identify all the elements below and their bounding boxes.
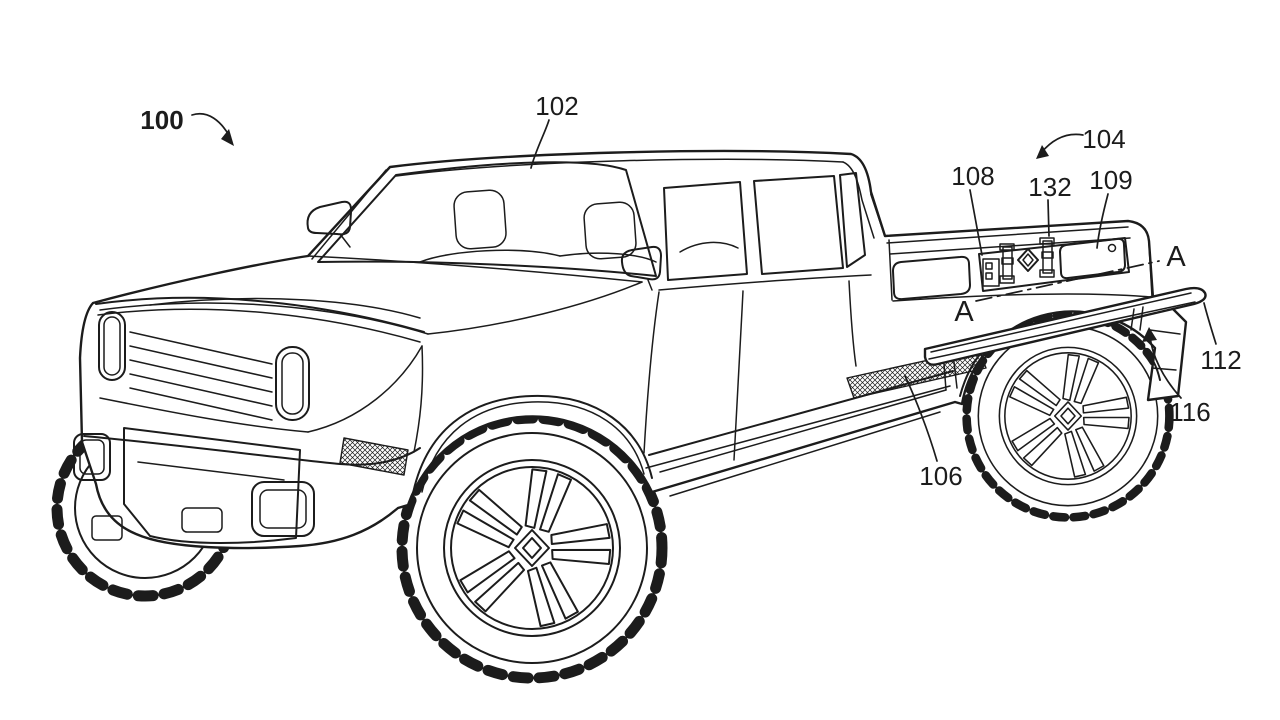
leader-102: [530, 119, 550, 169]
section-marker-a-left: A: [954, 296, 974, 328]
leader-104: [1040, 133, 1084, 154]
brand-diamond-emblem: [1017, 248, 1039, 272]
ref-label-106: 106: [919, 461, 962, 491]
headlight-right: [275, 346, 310, 421]
ref-label-102: 102: [535, 91, 578, 121]
step-pad-front: [339, 437, 409, 476]
leader-100: [191, 113, 231, 138]
ref-label-112: 112: [1200, 345, 1241, 375]
arrowhead-104: [1036, 145, 1049, 159]
ref-label-108: 108: [951, 161, 994, 191]
leader-106: [904, 375, 938, 462]
cargo-bed: [870, 193, 1153, 302]
grille-slats: [129, 331, 273, 421]
leader-lines: [191, 113, 1217, 462]
windshield: [311, 161, 657, 277]
ref-label-109: 109: [1089, 165, 1132, 195]
section-line-a-a: [975, 260, 1160, 302]
side-windows: [658, 172, 872, 291]
arrowhead-116: [1142, 327, 1157, 342]
ref-label-100: 100: [140, 105, 183, 135]
ref-label-116: 116: [1169, 397, 1210, 427]
leader-116: [1149, 335, 1182, 399]
tie-down-cleat-1: [999, 243, 1015, 284]
arrowhead-100: [221, 129, 234, 146]
side-mirrors: [306, 200, 662, 291]
ref-label-104: 104: [1082, 124, 1125, 154]
gear-tunnel-shelf: [923, 286, 1207, 391]
front-fascia: [95, 296, 425, 433]
ref-label-132: 132: [1028, 172, 1071, 202]
headlight-left: [98, 311, 126, 381]
leader-108: [969, 189, 983, 256]
section-marker-a-right: A: [1166, 241, 1186, 273]
leader-112: [1203, 302, 1217, 345]
tie-down-cleat-2: [1039, 237, 1055, 278]
reference-labels: 100 102 104 108 132 109 A A 112 116 106: [140, 91, 1241, 491]
door-seams: [643, 280, 951, 469]
front-bumper: [73, 427, 421, 544]
front-wheel: [402, 418, 662, 678]
leader-132: [1047, 199, 1050, 237]
leader-109: [1096, 193, 1109, 249]
